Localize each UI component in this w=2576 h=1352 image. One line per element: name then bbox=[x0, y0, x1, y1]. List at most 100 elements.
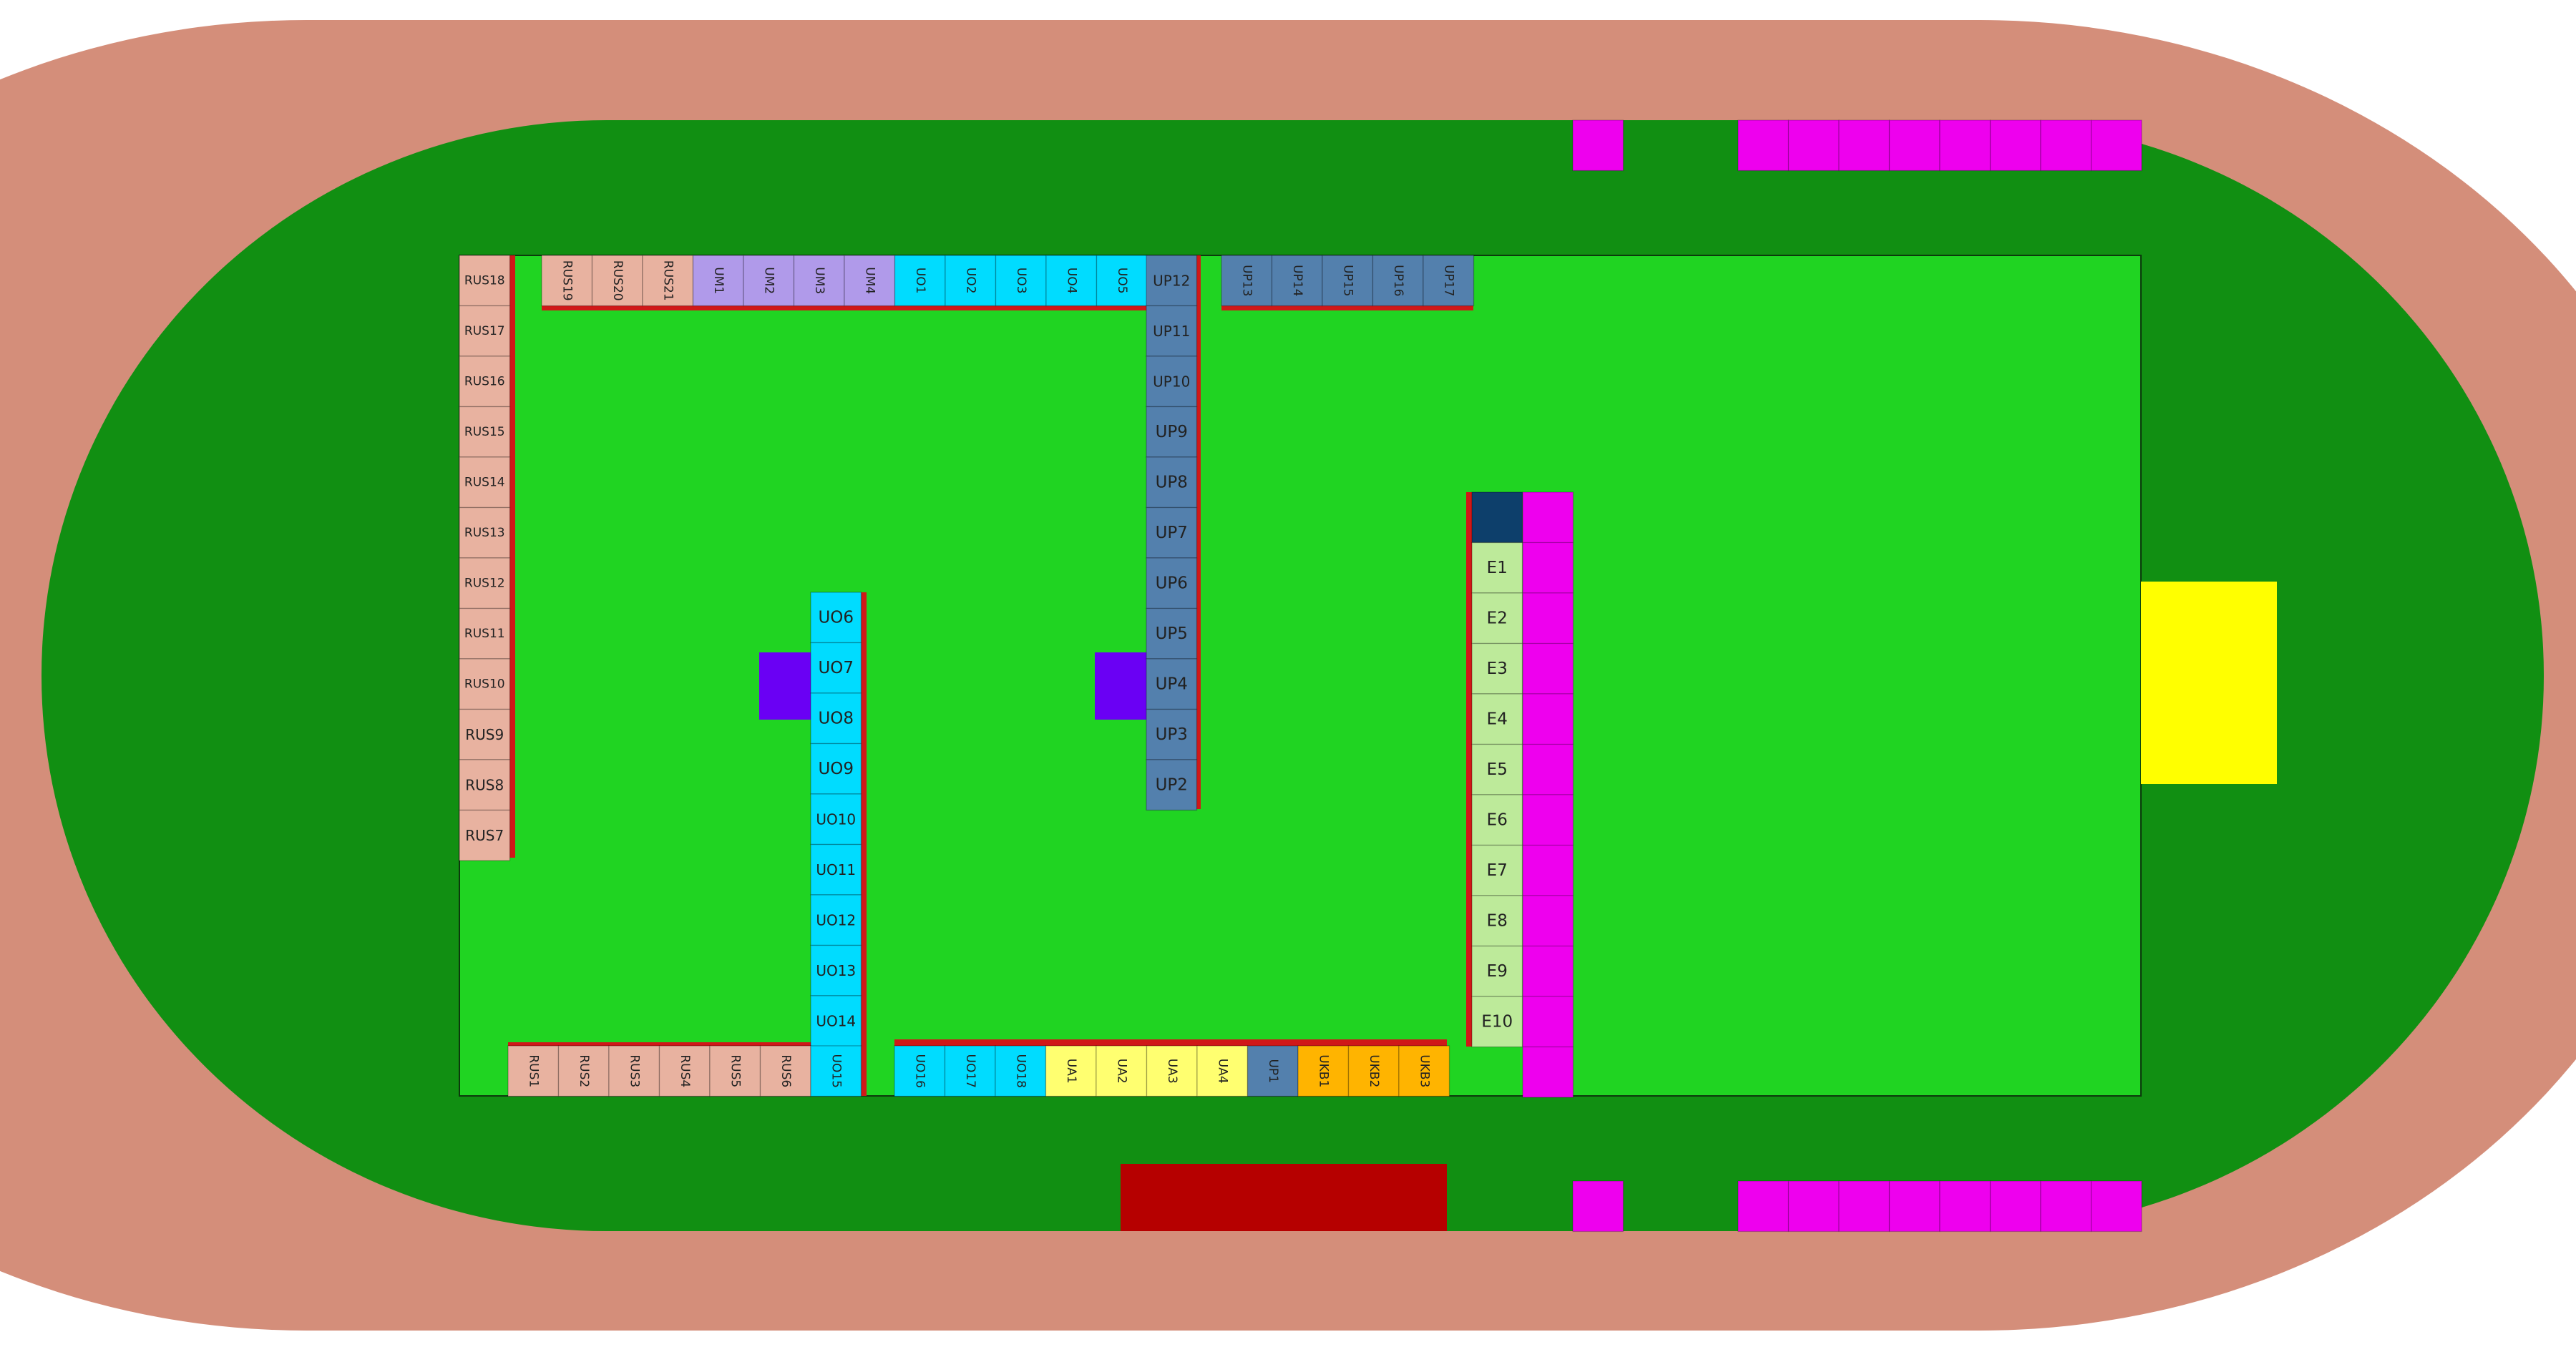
booth-up6: UP6 bbox=[1146, 557, 1198, 609]
booth-cell bbox=[810, 743, 862, 795]
booth-cell bbox=[1146, 607, 1198, 660]
booth-cell bbox=[743, 255, 795, 307]
booth-cell bbox=[709, 1045, 761, 1097]
booth-cell bbox=[1146, 708, 1198, 760]
booth-rus20: RUS20 bbox=[591, 255, 643, 307]
booth-cell bbox=[1423, 255, 1475, 307]
booth-label: UO15 bbox=[829, 1054, 843, 1088]
wall-segment bbox=[542, 304, 1146, 310]
booth-cell bbox=[1471, 895, 1523, 947]
booth-up13: UP13 bbox=[1221, 255, 1273, 307]
magenta-block bbox=[1522, 491, 1574, 544]
booth-e7: E7 bbox=[1471, 844, 1523, 896]
booth-label: UO18 bbox=[1013, 1054, 1028, 1088]
booth-label: E8 bbox=[1487, 911, 1508, 930]
booth-cell bbox=[541, 255, 593, 307]
booth-uo7: UO7 bbox=[810, 642, 862, 694]
booth-label: E3 bbox=[1487, 660, 1508, 678]
booth-label: E6 bbox=[1487, 810, 1508, 829]
booth-cell bbox=[459, 658, 511, 710]
booth-label: UO5 bbox=[1115, 268, 1129, 294]
magenta-block bbox=[1939, 1180, 1991, 1233]
booth-uo13: UO13 bbox=[810, 944, 862, 996]
booth-label: UA2 bbox=[1114, 1059, 1128, 1084]
booth-rus14: RUS14 bbox=[459, 456, 511, 509]
booth-um1: UM1 bbox=[692, 255, 744, 307]
booth-label: UP9 bbox=[1156, 423, 1188, 441]
booth-label: RUS19 bbox=[560, 260, 574, 301]
magenta-block bbox=[1939, 119, 1991, 172]
magenta-block bbox=[1522, 844, 1574, 896]
magenta-block bbox=[1989, 1180, 2041, 1233]
booth-cell bbox=[810, 843, 862, 896]
booth-ua3: UA3 bbox=[1146, 1045, 1198, 1097]
booth-label: RUS9 bbox=[465, 726, 504, 743]
violet-block-right bbox=[1095, 652, 1146, 720]
booth-rus5: RUS5 bbox=[709, 1045, 761, 1097]
booth-up4: UP4 bbox=[1146, 658, 1198, 710]
wall-segment bbox=[508, 1042, 866, 1049]
booth-e8: E8 bbox=[1471, 895, 1523, 947]
booth-label: UO3 bbox=[1014, 268, 1028, 294]
booth-label: RUS14 bbox=[464, 475, 505, 489]
booth-uo10: UO10 bbox=[810, 793, 862, 846]
booth-cell bbox=[1398, 1045, 1450, 1097]
booth-e2: E2 bbox=[1471, 592, 1523, 645]
booth-label: UM3 bbox=[812, 267, 826, 294]
booth-rus4: RUS4 bbox=[658, 1045, 711, 1097]
booth-cell bbox=[459, 356, 511, 408]
booth-label: RUS18 bbox=[464, 273, 505, 288]
booth-cell bbox=[1146, 1045, 1198, 1097]
booth-label: UO17 bbox=[963, 1054, 977, 1088]
booth-label: UA1 bbox=[1064, 1059, 1078, 1084]
booth-ukb2: UKB2 bbox=[1347, 1045, 1400, 1097]
booth-cell bbox=[1146, 406, 1198, 458]
magenta-block bbox=[2040, 1180, 2092, 1233]
booth-up3: UP3 bbox=[1146, 708, 1198, 760]
booth-label: RUS17 bbox=[464, 324, 505, 338]
magenta-block bbox=[1787, 119, 1840, 172]
booth-column-left: RUS18RUS17RUS16RUS15RUS14RUS13RUS12RUS11… bbox=[459, 255, 511, 861]
violet-block-left bbox=[759, 652, 811, 720]
magenta-block bbox=[1989, 119, 2041, 172]
booth-up9: UP9 bbox=[1146, 406, 1198, 458]
booth-label: RUS6 bbox=[779, 1054, 793, 1087]
booth-uo14: UO14 bbox=[810, 995, 862, 1047]
wall-segment bbox=[1466, 492, 1472, 1047]
booth-cell bbox=[894, 255, 946, 307]
booth-cell bbox=[995, 1045, 1047, 1097]
booth-uo2: UO2 bbox=[945, 255, 997, 307]
stage-block bbox=[1121, 1164, 1447, 1231]
booth-label: UP16 bbox=[1391, 265, 1405, 296]
booth-cell bbox=[1471, 794, 1523, 846]
booth-label: RUS1 bbox=[526, 1054, 540, 1087]
booth-cell bbox=[810, 995, 862, 1047]
booth-label: RUS11 bbox=[464, 627, 505, 641]
magenta-block bbox=[1522, 743, 1574, 795]
magenta-block bbox=[2090, 1180, 2142, 1233]
booth-label: RUS4 bbox=[678, 1054, 692, 1087]
magenta-block bbox=[1522, 895, 1574, 947]
booth-uo9: UO9 bbox=[810, 743, 862, 795]
booth-cell bbox=[459, 255, 511, 307]
booth-rus19: RUS19 bbox=[541, 255, 593, 307]
booth-label: RUS21 bbox=[660, 260, 675, 301]
magenta-block bbox=[1522, 996, 1574, 1048]
booth-um2: UM2 bbox=[743, 255, 795, 307]
magenta-block bbox=[1787, 1180, 1840, 1233]
booth-e1: E1 bbox=[1471, 542, 1523, 594]
booth-up8: UP8 bbox=[1146, 456, 1198, 509]
booth-up16: UP16 bbox=[1372, 255, 1424, 307]
wall-segment bbox=[894, 1039, 1447, 1046]
booth-cell bbox=[759, 1045, 811, 1097]
booth-cell bbox=[1471, 542, 1523, 594]
booth-up12: UP12 bbox=[1146, 255, 1198, 307]
booth-cell bbox=[1146, 506, 1198, 559]
booth-uo18: UO18 bbox=[995, 1045, 1047, 1097]
magenta-block bbox=[1737, 119, 1790, 172]
